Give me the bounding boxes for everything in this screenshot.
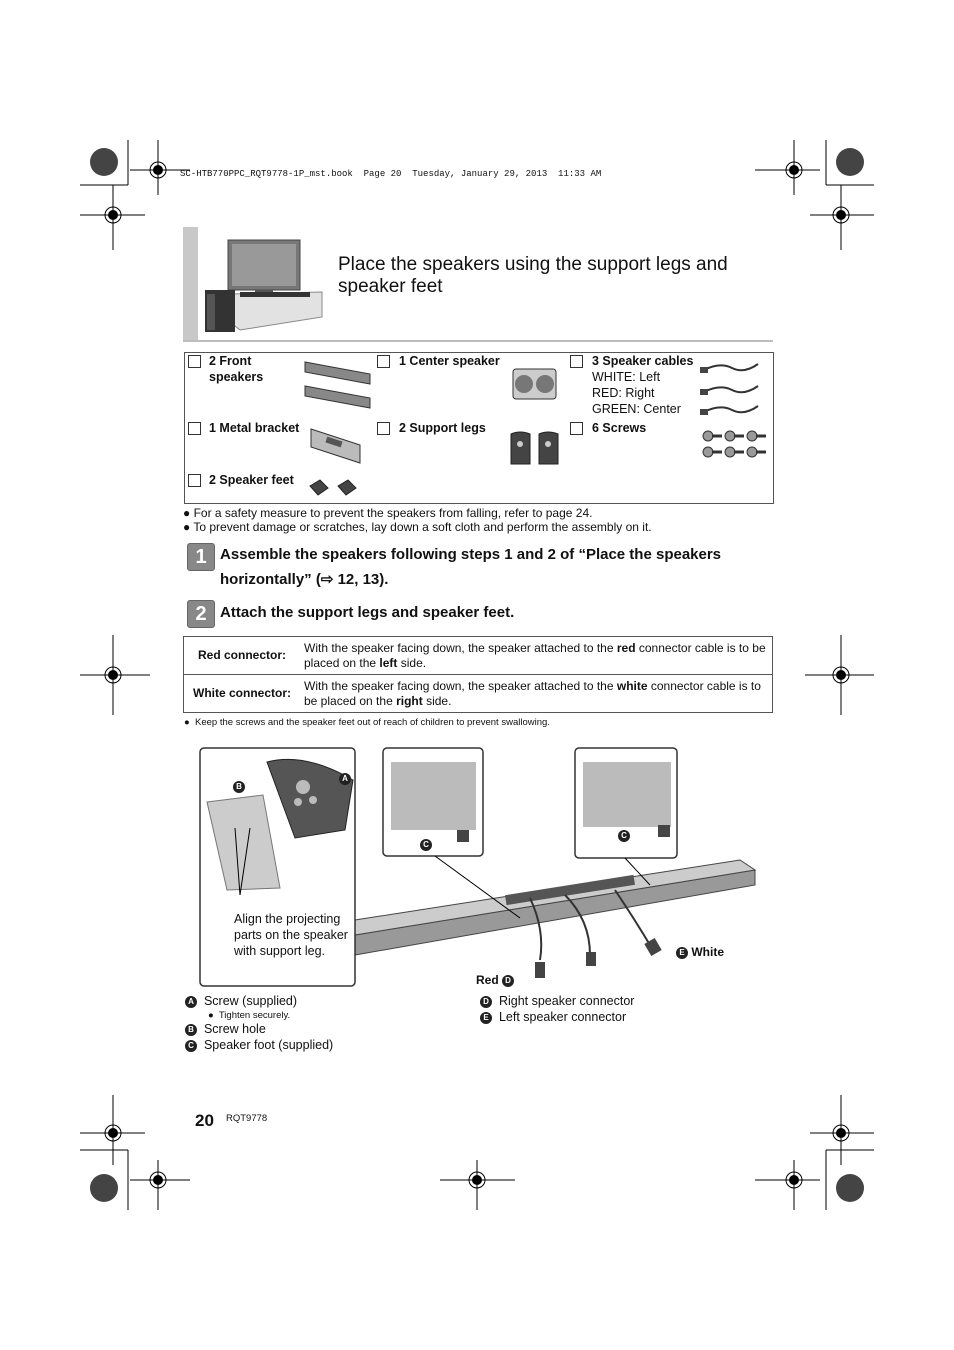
header-divider <box>183 340 773 342</box>
white-connector-callout: E White <box>676 945 724 959</box>
step-1-icon: 1 <box>187 543 215 571</box>
red-connector-desc: With the speaker facing down, the speake… <box>300 636 773 675</box>
legend-d-text: Right speaker connector <box>498 994 635 1008</box>
legend-a-text: Screw (supplied) <box>203 994 298 1008</box>
cloth-note-text: To prevent damage or scratches, lay down… <box>193 520 652 534</box>
white-connector-label: White connector: <box>183 674 300 713</box>
callout-c-left: C <box>420 839 432 851</box>
cloth-note: ● To prevent damage or scratches, lay do… <box>183 520 652 534</box>
part-speaker-cables: 3 Speaker cables <box>592 354 694 368</box>
doc-code: RQT9778 <box>226 1113 268 1124</box>
center-speaker-image <box>512 368 557 400</box>
align-text-line-1: Align the projecting <box>234 912 341 926</box>
callout-d: D <box>502 974 515 987</box>
screws-image <box>702 430 766 458</box>
legend-e-badge: E <box>480 1011 492 1024</box>
legend-a-sub-text: Tighten securely. <box>218 1010 291 1021</box>
safety-note-text: For a safety measure to prevent the spea… <box>193 506 593 520</box>
checkbox-metal-bracket[interactable] <box>188 422 201 435</box>
align-text-line-2: parts on the speaker <box>234 928 348 942</box>
cable-red: RED: Right <box>592 386 655 400</box>
legend-d-badge: D <box>480 995 492 1008</box>
align-text-line-3: with support leg. <box>234 944 326 958</box>
checkbox-support-legs[interactable] <box>377 422 390 435</box>
front-speakers-image <box>304 361 371 409</box>
legend-c-text: Speaker foot (supplied) <box>203 1038 334 1052</box>
page-title: Place the speakers using the support leg… <box>338 254 728 297</box>
table-row: White connector: With the speaker facing… <box>183 674 773 713</box>
legend-d: D Right speaker connector <box>480 993 634 1009</box>
legend-a: A Screw (supplied) <box>185 993 297 1009</box>
red-connector-callout: Red D <box>476 973 515 987</box>
red-label: Red <box>476 973 499 987</box>
step-1-line-2: horizontally” (⇨ 12, 13). <box>220 571 389 588</box>
callout-c-right: C <box>618 830 630 842</box>
checkbox-screws[interactable] <box>570 422 583 435</box>
callout-b: B <box>233 781 245 793</box>
part-speaker-feet: 2 Speaker feet <box>209 473 294 487</box>
legend-b-badge: B <box>185 1023 197 1036</box>
cable-white: WHITE: Left <box>592 370 661 384</box>
metal-bracket-image <box>310 428 361 464</box>
support-legs-image <box>510 431 559 465</box>
red-connector-label: Red connector: <box>183 636 300 675</box>
legend-c: C Speaker foot (supplied) <box>185 1037 333 1053</box>
speaker-cables-image <box>700 363 759 415</box>
connector-table: Red connector: With the speaker facing d… <box>183 636 773 713</box>
child-safety-note: ● Keep the screws and the speaker feet o… <box>184 717 550 728</box>
legend-c-badge: C <box>185 1039 197 1052</box>
safety-note: ● For a safety measure to prevent the sp… <box>183 506 593 520</box>
part-support-legs: 2 Support legs <box>399 421 486 435</box>
legend-b: B Screw hole <box>185 1021 266 1037</box>
assembly-diagram <box>199 747 757 987</box>
child-safety-note-text: Keep the screws and the speaker feet out… <box>195 717 550 728</box>
legend-e-text: Left speaker connector <box>498 1010 627 1024</box>
step-1-line-1: Assemble the speakers following steps 1 … <box>220 546 722 563</box>
part-center-speaker: 1 Center speaker <box>399 354 500 368</box>
step-2-icon: 2 <box>187 600 215 628</box>
speaker-feet-image <box>309 479 357 496</box>
legend-a-sub: ● Tighten securely. <box>208 1010 291 1021</box>
white-label: White <box>691 945 725 959</box>
tv-setup-illustration <box>205 239 323 332</box>
table-row: Red connector: With the speaker facing d… <box>183 636 773 675</box>
header-bar <box>183 227 198 342</box>
parts-list-box <box>184 352 774 504</box>
checkbox-front-speakers[interactable] <box>188 355 201 368</box>
checkbox-speaker-cables[interactable] <box>570 355 583 368</box>
cable-green: GREEN: Center <box>592 402 681 416</box>
checkbox-speaker-feet[interactable] <box>188 474 201 487</box>
part-screws: 6 Screws <box>592 421 647 435</box>
white-connector-desc: With the speaker facing down, the speake… <box>300 674 773 713</box>
align-instructions: Align the projecting parts on the speake… <box>234 911 348 959</box>
step-2-text: Attach the support legs and speaker feet… <box>220 604 515 621</box>
part-front-speakers: 2 Front speakers <box>209 354 264 384</box>
checkbox-center-speaker[interactable] <box>377 355 390 368</box>
callout-a: A <box>339 773 351 785</box>
callout-e: E <box>676 946 688 959</box>
legend-e: E Left speaker connector <box>480 1009 626 1025</box>
file-header: SC-HTB770PPC_RQT9778-1P_mst.book Page 20… <box>180 169 602 179</box>
legend-b-text: Screw hole <box>203 1022 266 1036</box>
part-metal-bracket: 1 Metal bracket <box>209 421 300 435</box>
legend-a-badge: A <box>185 995 197 1008</box>
page-number: 20 <box>195 1111 214 1130</box>
